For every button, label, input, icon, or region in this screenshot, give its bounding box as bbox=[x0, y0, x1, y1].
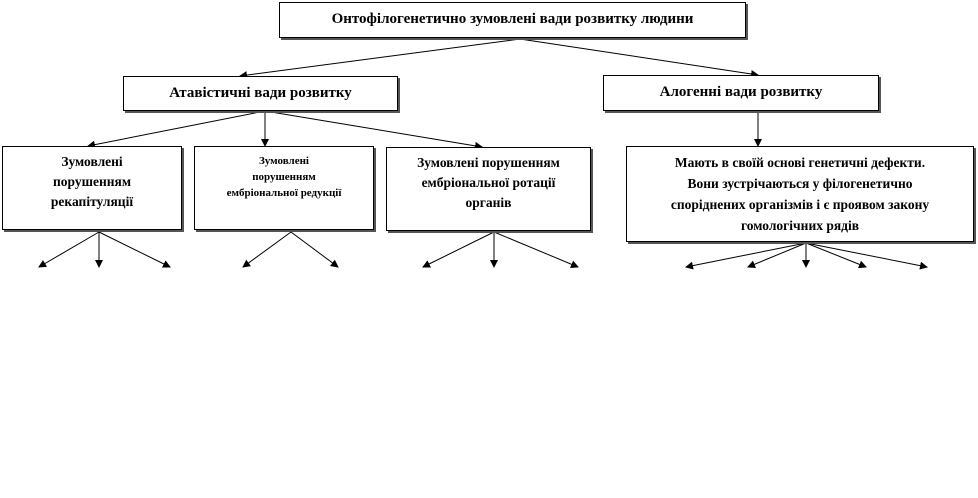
atavistic-box: Атавістичні вади розвитку bbox=[123, 76, 398, 111]
root-box: Онтофілогенетично зумовлені вади розвитк… bbox=[279, 2, 746, 38]
genetic-line-1: Мають в своїй основі генетичні дефекти. bbox=[674, 155, 926, 170]
arrow-root-allogenic bbox=[519, 38, 759, 78]
genetic-line-2: Вони зустрічаються у філогенетично bbox=[687, 176, 913, 191]
rotation-box: Зумовлені порушенням ембріональної ротац… bbox=[386, 147, 591, 231]
arrow-atavistic-recapitulation bbox=[87, 110, 266, 149]
reduction-line-2: порушенням bbox=[252, 171, 316, 183]
reduction-line-1: Зумовлені bbox=[259, 155, 309, 167]
genetic-line-3: споріднених організмів і є проявом закон… bbox=[670, 197, 930, 212]
recapitulation-line-2: порушенням bbox=[52, 174, 132, 189]
genetic-line-4: гомологічних рядів bbox=[740, 218, 860, 233]
arrow-atavistic-rotation bbox=[264, 110, 483, 150]
recapitulation-box: Зумовлені порушенням рекапітуляції bbox=[2, 146, 182, 230]
reduction-box: Зумовлені порушенням ембріональної редук… bbox=[194, 146, 374, 230]
allogenic-title: Алогенні вади розвитку bbox=[659, 84, 823, 100]
rotation-line-3: органів bbox=[465, 195, 512, 210]
rotation-line-1: Зумовлені порушенням bbox=[417, 155, 560, 170]
atavistic-title: Атавістичні вади розвитку bbox=[169, 85, 352, 101]
reduction-line-3: ембріональної редукції bbox=[226, 187, 342, 199]
rotation-line-2: ембріональної ротації bbox=[421, 175, 556, 190]
recapitulation-line-1: Зумовлені bbox=[61, 154, 123, 169]
genetic-box: Мають в своїй основі генетичні дефекти. … bbox=[626, 146, 974, 242]
root-title: Онтофілогенетично зумовлені вади розвитк… bbox=[331, 11, 694, 27]
arrow-root-atavistic bbox=[239, 38, 521, 80]
allogenic-box: Алогенні вади розвитку bbox=[603, 75, 879, 111]
recapitulation-line-3: рекапітуляції bbox=[50, 194, 134, 209]
